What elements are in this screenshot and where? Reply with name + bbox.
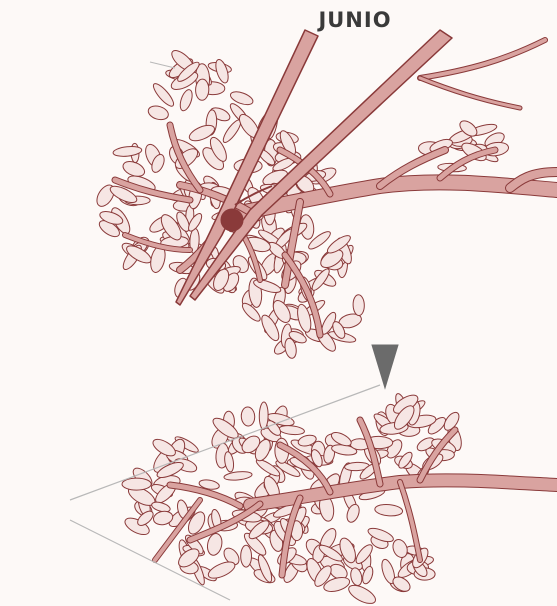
down-arrow-icon (372, 345, 398, 388)
leaf (279, 424, 305, 435)
leaf (346, 582, 378, 606)
leaf (224, 470, 253, 481)
leaf (353, 295, 365, 316)
pointer-line (150, 62, 175, 68)
leaf-layer (93, 47, 509, 606)
branch-layer (115, 40, 557, 575)
shear-pivot (221, 209, 243, 231)
leaf (349, 567, 363, 587)
leaf (241, 545, 252, 567)
leaf (147, 104, 170, 122)
leaf (122, 478, 151, 490)
leaf (206, 559, 237, 582)
leaf (178, 88, 195, 112)
leaf (374, 503, 403, 517)
leaf (241, 407, 256, 427)
leaf (259, 402, 268, 430)
leaf (195, 79, 209, 101)
leaf (223, 451, 234, 472)
